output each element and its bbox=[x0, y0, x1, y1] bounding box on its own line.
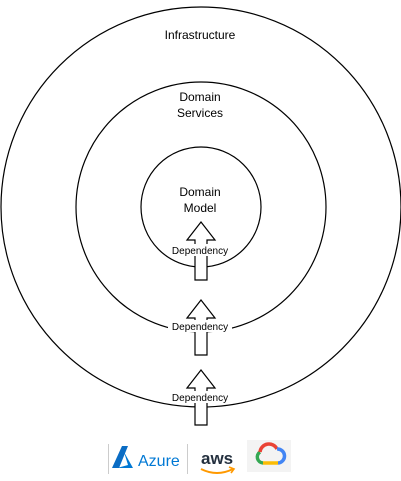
domain-services-label-line1: Domain bbox=[179, 90, 220, 104]
dependency-arrow-middle: Dependency bbox=[168, 299, 232, 356]
infrastructure-label: Infrastructure bbox=[165, 28, 236, 42]
dependency-label: Dependency bbox=[172, 246, 228, 257]
aws-smile-icon bbox=[200, 468, 234, 474]
google-cloud-icon bbox=[255, 442, 287, 465]
domain-model-label-line1: Domain bbox=[179, 185, 220, 199]
azure-logo-text: Azure bbox=[138, 453, 180, 470]
dependency-arrow-outer: Dependency bbox=[168, 369, 232, 426]
dependency-label: Dependency bbox=[172, 393, 228, 404]
azure-logo: Azure bbox=[108, 444, 188, 474]
domain-model-label-line2: Model bbox=[184, 201, 217, 215]
aws-logo-text: aws bbox=[201, 449, 233, 468]
dependency-label: Dependency bbox=[172, 322, 228, 333]
dependency-arrow-inner: Dependency bbox=[168, 221, 232, 281]
azure-icon bbox=[112, 446, 133, 468]
domain-services-label-line2: Services bbox=[177, 106, 223, 120]
aws-logo: aws bbox=[200, 449, 236, 474]
google-cloud-logo bbox=[247, 440, 291, 472]
